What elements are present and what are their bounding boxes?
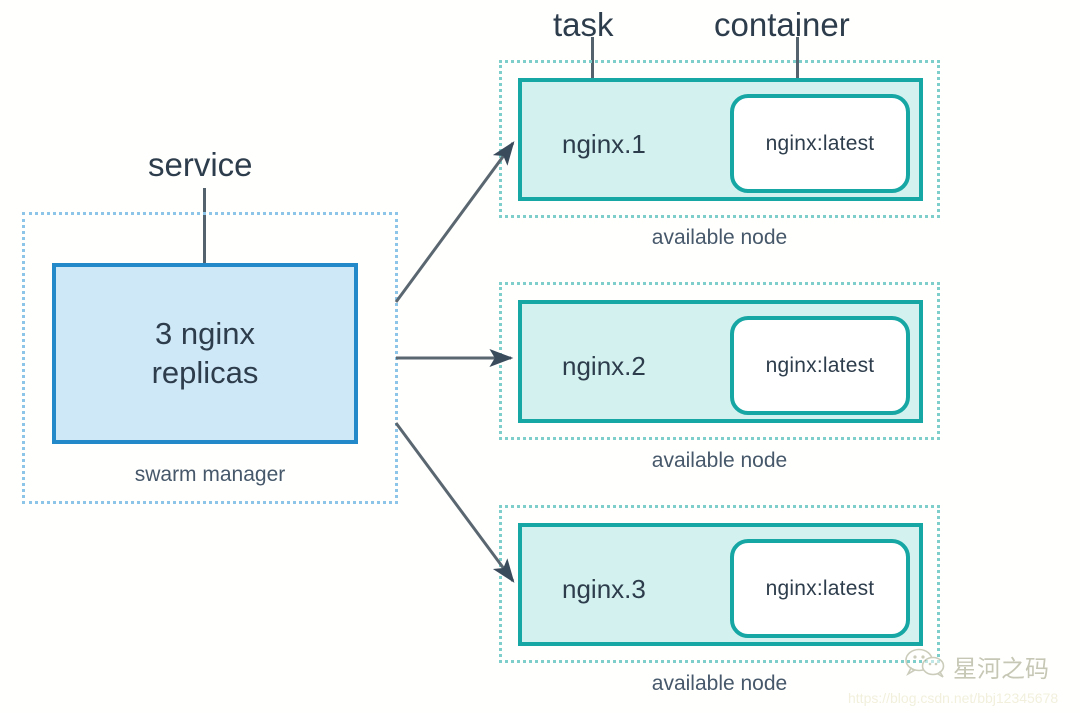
service-box-text: 3 nginx replicas (56, 315, 354, 393)
available-node-caption-2: available node (651, 449, 788, 472)
callout-task-label: task (553, 6, 614, 43)
task-box-2: nginx.2 nginx:latest (518, 300, 923, 423)
available-node-zone-3: nginx.3 nginx:latest (499, 505, 940, 663)
wechat-icon (905, 648, 945, 678)
task-name-2: nginx.2 (562, 351, 646, 381)
arrow-to-node-1 (394, 141, 515, 303)
task-box-1: nginx.1 nginx:latest (518, 78, 923, 201)
callout-container-leader-line (796, 37, 799, 114)
available-node-zone-1: nginx.1 nginx:latest (499, 60, 940, 218)
service-replicas-line2: replicas (151, 354, 259, 390)
service-replicas-line1: 3 nginx (155, 316, 255, 351)
watermark-url: https://blog.csdn.net/bbj12345678 (848, 690, 1059, 706)
container-image-label-1: nginx:latest (765, 131, 875, 155)
task-name-1: nginx.1 (562, 129, 646, 159)
container-box-2: nginx:latest (730, 316, 910, 415)
callout-task-leader-line (591, 37, 594, 114)
task-name-3: nginx.3 (562, 574, 646, 604)
container-image-label-3: nginx:latest (765, 576, 875, 600)
container-box-1: nginx:latest (730, 94, 910, 193)
callout-service-leader-line (203, 188, 206, 296)
service-box: 3 nginx replicas (52, 263, 358, 444)
available-node-caption-1: available node (651, 226, 788, 249)
task-box-3: nginx.3 nginx:latest (518, 523, 923, 646)
callout-container-label: container (714, 6, 850, 43)
swarm-manager-zone: 3 nginx replicas swarm manager (22, 212, 398, 504)
callout-service-label: service (148, 146, 253, 183)
container-box-3: nginx:latest (730, 539, 910, 638)
swarm-manager-caption: swarm manager (134, 463, 286, 486)
watermark-account: 星河之码 (953, 655, 1049, 683)
container-image-label-2: nginx:latest (765, 353, 875, 377)
arrow-to-node-3 (394, 422, 515, 583)
available-node-caption-3: available node (651, 672, 788, 695)
